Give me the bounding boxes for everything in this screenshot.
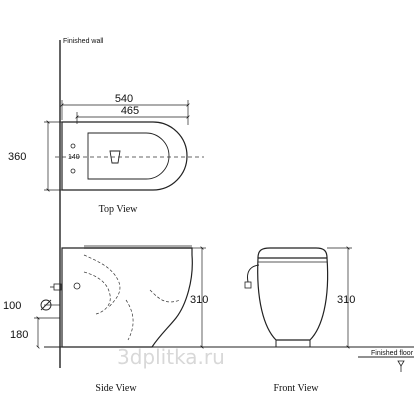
water-inlet xyxy=(73,282,81,290)
dim-overall-length: 540 xyxy=(115,93,133,105)
finished-floor: Finished floor xyxy=(44,346,414,372)
front-view-seat xyxy=(257,247,328,259)
dim-bowl-length: 465 xyxy=(121,105,139,117)
front-view: 310 Front View xyxy=(244,246,355,394)
floor-level-symbol xyxy=(397,360,405,367)
hose-connector xyxy=(244,281,252,289)
bolt-hole-upper xyxy=(70,143,76,149)
dim-width: 360 xyxy=(8,151,26,163)
dim-outlet-height: 180 xyxy=(10,329,28,341)
side-view-caption: Side View xyxy=(95,383,137,394)
trap-lower-curve xyxy=(83,271,111,315)
side-view-outline xyxy=(61,247,193,348)
top-view-caption: Top View xyxy=(99,204,139,215)
finished-wall-label: Finished wall xyxy=(63,38,104,45)
front-view-body xyxy=(257,257,329,341)
bolt-hole-lower xyxy=(70,168,76,174)
side-hose xyxy=(247,264,260,283)
dim-side-height: 310 xyxy=(190,294,208,306)
top-view-rim xyxy=(87,132,170,180)
top-view: 540 465 360 140 Top View xyxy=(8,93,204,215)
trap-upper-curve xyxy=(83,254,121,309)
side-view: 100 180 310 Side View xyxy=(3,245,208,394)
drain-outlet xyxy=(109,150,121,164)
front-view-caption: Front View xyxy=(273,383,319,394)
watermark: 3dplitka.ru xyxy=(117,345,225,369)
dim-pipe-diameter: 100 xyxy=(3,300,21,312)
dim-front-height: 310 xyxy=(337,294,355,306)
top-view-outline xyxy=(61,121,188,191)
finished-floor-label: Finished floor xyxy=(371,350,414,357)
dim-bolt-spacing: 140 xyxy=(68,154,80,161)
finished-wall: Finished wall xyxy=(59,38,104,368)
flush-channel-curve xyxy=(149,289,181,303)
trap-outlet-curve xyxy=(125,299,134,341)
